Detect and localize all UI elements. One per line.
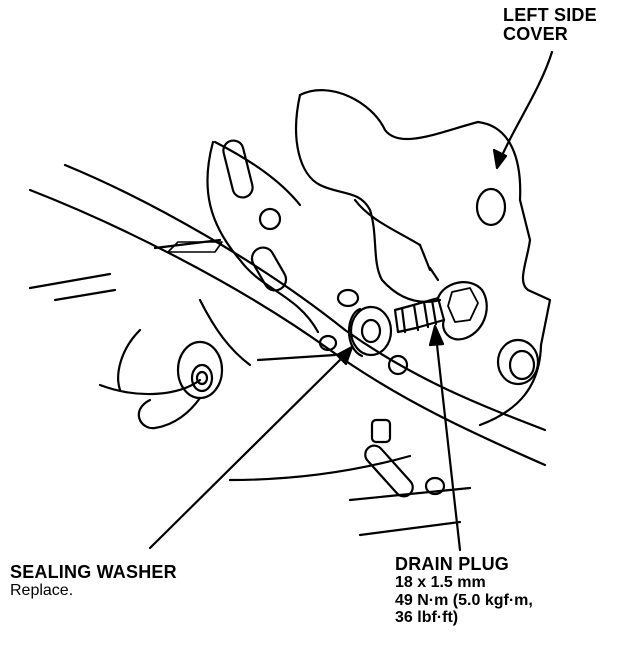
drain-plug-torque-line2: 36 lbf·ft) xyxy=(395,608,459,626)
bolt-boss xyxy=(137,340,224,430)
sealing-washer-label: SEALING WASHER Replace. xyxy=(10,562,177,600)
drain-plug-size: 18 x 1.5 mm xyxy=(395,574,486,592)
case-features xyxy=(222,139,540,498)
frame-member xyxy=(28,163,547,537)
plug-arrowhead xyxy=(428,324,445,347)
drain-plug-title: DRAIN PLUG xyxy=(395,554,509,574)
washer-arrowhead xyxy=(335,345,354,366)
sealing-washer-title: SEALING WASHER xyxy=(10,562,177,582)
plug-leader-line xyxy=(434,334,462,552)
left-side-cover-label: LEFT SIDE COVER xyxy=(503,5,597,45)
cover-leader-line xyxy=(498,50,554,162)
drain-plug-label: DRAIN PLUG 18 x 1.5 mm 49 N·m (5.0 kgf·m… xyxy=(395,554,533,626)
sealing-washer-note: Replace. xyxy=(10,582,74,600)
left-side-cover-line2: COVER xyxy=(503,24,569,45)
drain-plug xyxy=(393,266,488,341)
drain-plug-torque-line1: 49 N·m (5.0 kgf·m, xyxy=(395,591,533,609)
leader-lines xyxy=(148,50,554,552)
engine-case-outline xyxy=(98,89,552,427)
cover-arrowhead xyxy=(492,148,508,170)
left-side-cover-line1: LEFT SIDE xyxy=(503,5,597,25)
sealing-washer xyxy=(348,305,393,358)
washer-leader-line xyxy=(148,351,349,550)
